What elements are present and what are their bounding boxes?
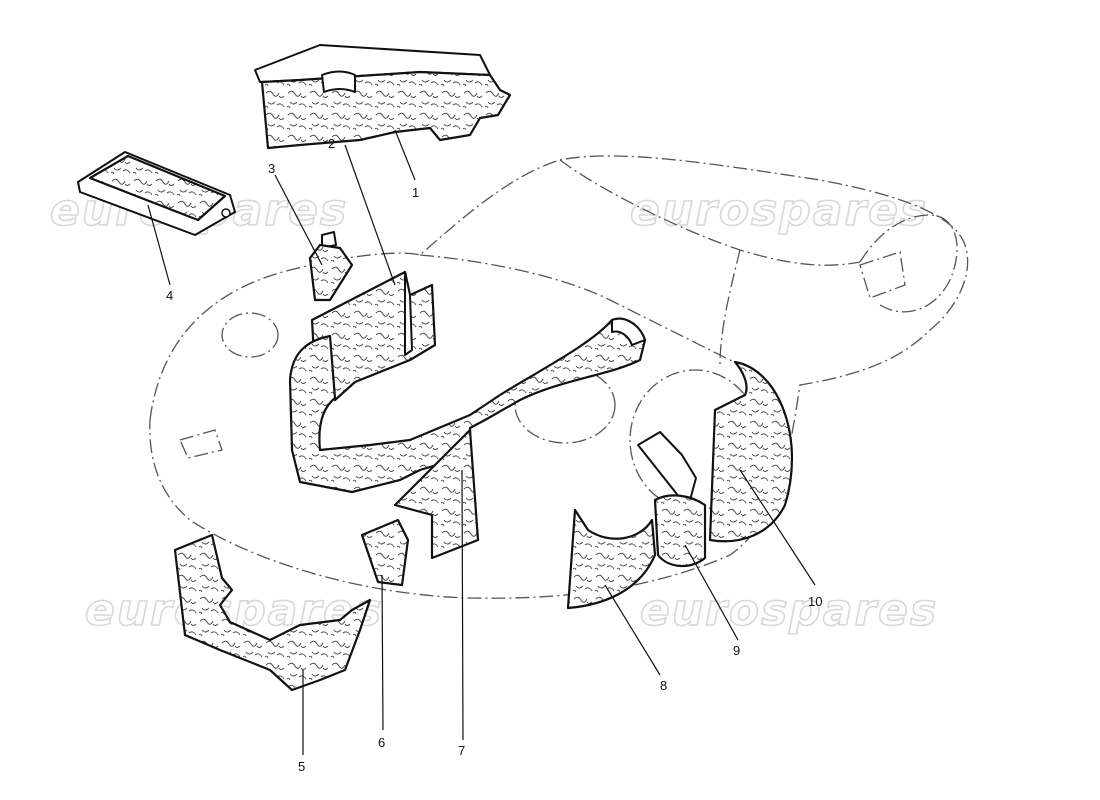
part-10-wheel-arch bbox=[708, 360, 794, 543]
callout-label-10: 10 bbox=[808, 594, 822, 609]
callout-label-2: 2 bbox=[328, 136, 335, 151]
callout-labels: 1 2 3 4 5 6 7 8 9 10 bbox=[166, 136, 822, 774]
callout-label-9: 9 bbox=[733, 643, 740, 658]
callout-label-6: 6 bbox=[378, 735, 385, 750]
callout-label-1: 1 bbox=[412, 185, 419, 200]
callout-label-8: 8 bbox=[660, 678, 667, 693]
part-8-curved-panel bbox=[566, 508, 657, 610]
part-1-panel bbox=[254, 44, 512, 150]
part-7-floor-tunnel bbox=[288, 317, 647, 560]
callout-label-4: 4 bbox=[166, 288, 173, 303]
part-4-pad bbox=[77, 151, 236, 236]
part-9-duct bbox=[637, 431, 707, 567]
part-3-wedge bbox=[308, 231, 354, 302]
callout-label-5: 5 bbox=[298, 759, 305, 774]
watermark-text: eurospares bbox=[630, 185, 928, 236]
part-5-lower-panel bbox=[173, 533, 372, 692]
part-6-triangle bbox=[360, 518, 410, 587]
callout-label-7: 7 bbox=[458, 743, 465, 758]
leader-lines bbox=[147, 129, 816, 755]
callout-label-3: 3 bbox=[268, 161, 275, 176]
watermark-text: eurospares bbox=[640, 585, 938, 636]
